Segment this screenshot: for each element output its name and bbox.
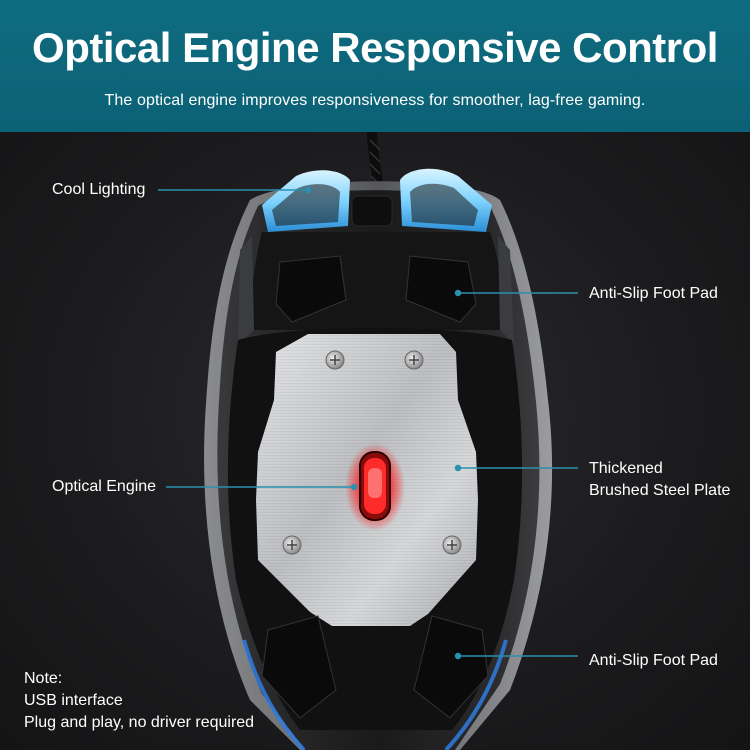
usb-cable — [367, 131, 383, 186]
page-subtitle: The optical engine improves responsivene… — [104, 92, 646, 109]
callout-lines — [158, 186, 578, 660]
callout-optical-engine: Optical Engine — [52, 478, 157, 495]
callout-anti-slip-top: Anti-Slip Foot Pad — [589, 285, 718, 302]
callout-anti-slip-bottom: Anti-Slip Foot Pad — [589, 652, 718, 669]
anti-slip-pad-bottom-left — [261, 615, 337, 719]
screw-icon — [325, 350, 345, 370]
screw-icon — [282, 535, 302, 555]
screw-icon — [404, 350, 424, 370]
callout-cool-lighting: Cool Lighting — [52, 181, 146, 198]
note-heading: Note: — [24, 670, 63, 687]
screw-icon — [442, 535, 462, 555]
note-line-1: USB interface — [24, 692, 123, 709]
header-banner: Optical Engine Responsive Control The op… — [0, 0, 750, 132]
callout-steel-plate-line1: Thickened — [589, 460, 663, 477]
anti-slip-pad-bottom-right — [413, 615, 489, 719]
callout-steel-plate: Thickened Brushed Steel Plate — [589, 458, 730, 502]
note-block: Note: USB interface Plug and play, no dr… — [24, 668, 254, 734]
anti-slip-pad-top-left — [275, 255, 347, 323]
optical-sensor — [345, 443, 405, 531]
page-title: Optical Engine Responsive Control — [32, 24, 718, 71]
callout-steel-plate-line2: Brushed Steel Plate — [589, 482, 731, 499]
note-line-2: Plug and play, no driver required — [24, 714, 255, 731]
anti-slip-pad-top-right — [405, 255, 477, 323]
